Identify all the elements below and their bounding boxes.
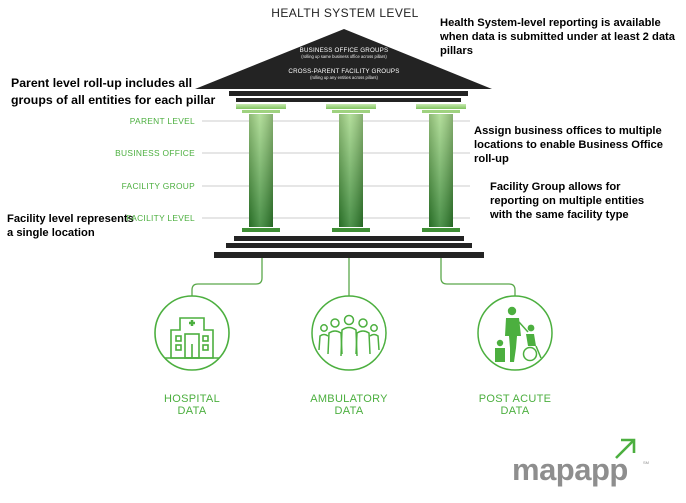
pillar-label-ambulatory-line1: AMBULATORY: [310, 393, 388, 405]
roof-label-business-office-groups: BUSINESS OFFICE GROUPS (rolling up same …: [279, 47, 409, 59]
level-label-parent: PARENT LEVEL: [129, 116, 195, 126]
pillar-label-ambulatory: AMBULATORY DATA: [294, 393, 404, 417]
pillar-hospital: [236, 104, 286, 232]
roof-line1-sub: (rolling up same business office across …: [301, 54, 387, 59]
roof-base: [229, 91, 468, 96]
pillar-post-acute: [416, 104, 466, 232]
note-facility-level: Facility level represents a single locat…: [7, 213, 134, 239]
pillar-label-ambulatory-line2: DATA: [334, 405, 364, 417]
connector-hospital: [191, 258, 263, 296]
note-health-system: Health System-level reporting is availab…: [440, 17, 675, 57]
base-step-bottom: [214, 252, 484, 258]
arrow-up-right-icon: [615, 438, 636, 459]
level-label-facility: FACILITY LEVEL: [126, 213, 195, 223]
caregiver-wheelchair-icon: [477, 295, 553, 371]
note-facility-group: Facility Group allows for reporting on m…: [490, 181, 645, 221]
diagram-title: HEALTH SYSTEM LEVEL: [271, 6, 419, 20]
brand-logo-text: mapapp: [512, 452, 628, 487]
brand-service-mark: SM: [643, 460, 649, 465]
pillar-label-hospital-line1: HOSPITAL: [164, 393, 220, 405]
connector-post-acute: [440, 258, 516, 296]
pillar-label-post-acute-line2: DATA: [500, 405, 530, 417]
pillar-label-post-acute: POST ACUTE DATA: [460, 393, 570, 417]
roof-line2: CROSS-PARENT FACILITY GROUPS: [288, 68, 400, 75]
pillar-label-post-acute-line1: POST ACUTE: [478, 393, 552, 405]
pillar-label-hospital-line2: DATA: [177, 405, 207, 417]
pillar-label-hospital: HOSPITAL DATA: [137, 393, 247, 417]
base-step-top: [234, 236, 464, 241]
roof-base-lower: [236, 98, 461, 102]
roof-pediment: [195, 29, 492, 89]
pillar-ambulatory: [326, 104, 376, 232]
people-group-icon: [311, 295, 387, 371]
hospital-icon: [154, 295, 230, 371]
roof-line2-sub: (rolling up any entities across pillars): [310, 75, 378, 80]
note-parent-rollup: Parent level roll-up includes all groups…: [11, 76, 216, 107]
base-step-mid: [226, 243, 472, 248]
roof-line1: BUSINESS OFFICE GROUPS: [299, 47, 389, 54]
level-label-facility-group: FACILITY GROUP: [121, 181, 195, 191]
note-business-office: Assign business offices to multiple loca…: [474, 125, 663, 165]
level-label-business-office: BUSINESS OFFICE: [115, 148, 195, 158]
roof-label-cross-parent-groups: CROSS-PARENT FACILITY GROUPS (rolling up…: [264, 68, 424, 80]
